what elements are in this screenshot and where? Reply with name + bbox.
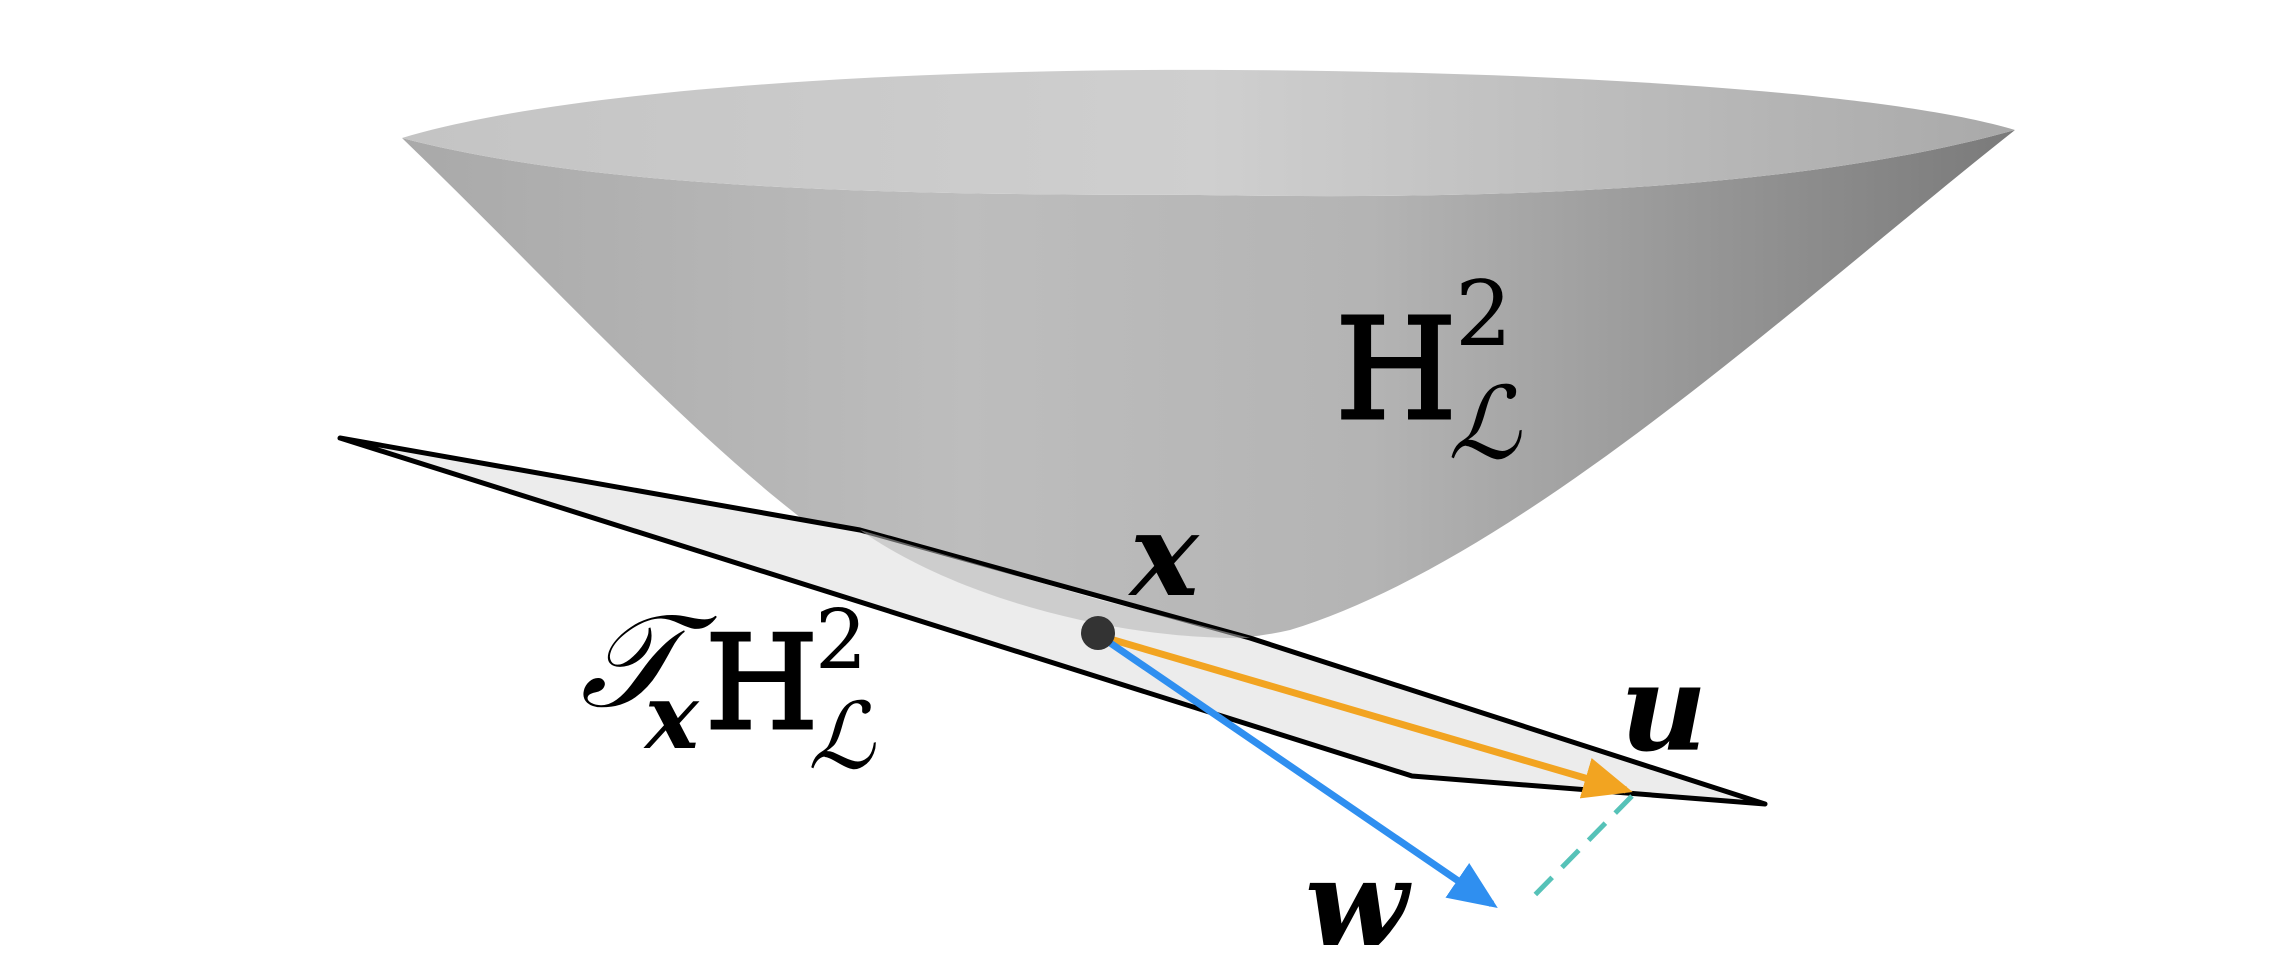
vector-u-label: u [1620, 638, 1707, 779]
tangent-space-subscript: ℒ [808, 683, 876, 790]
surface-label: H 2 ℒ [1334, 262, 1523, 482]
tangent-space-point-subscript: x [643, 664, 700, 770]
vector-w-label: w [1305, 833, 1412, 967]
bowl-body [402, 130, 2015, 641]
tangent-plane [337, 435, 1768, 807]
base-point-x [1081, 616, 1115, 650]
tangent-space-label: 𝒯 x H 2 ℒ [580, 585, 876, 790]
surface-label-superscript: 2 [1455, 262, 1512, 367]
vector-w-arrow [1098, 633, 1498, 908]
vector-u-arrow [1099, 632, 1633, 799]
surface-label-subscript: ℒ [1448, 365, 1522, 482]
tangent-space-superscript: 2 [815, 593, 867, 688]
surface-label-letter: H [1335, 289, 1457, 452]
bowl-rim [402, 69, 2015, 197]
tangent-plane-front [337, 435, 1768, 807]
point-label-x: x [1127, 488, 1200, 623]
tangent-space-letter: H [705, 607, 818, 759]
hyperboloid-surface [402, 69, 2015, 641]
projection-dashed-line [1526, 794, 1634, 904]
